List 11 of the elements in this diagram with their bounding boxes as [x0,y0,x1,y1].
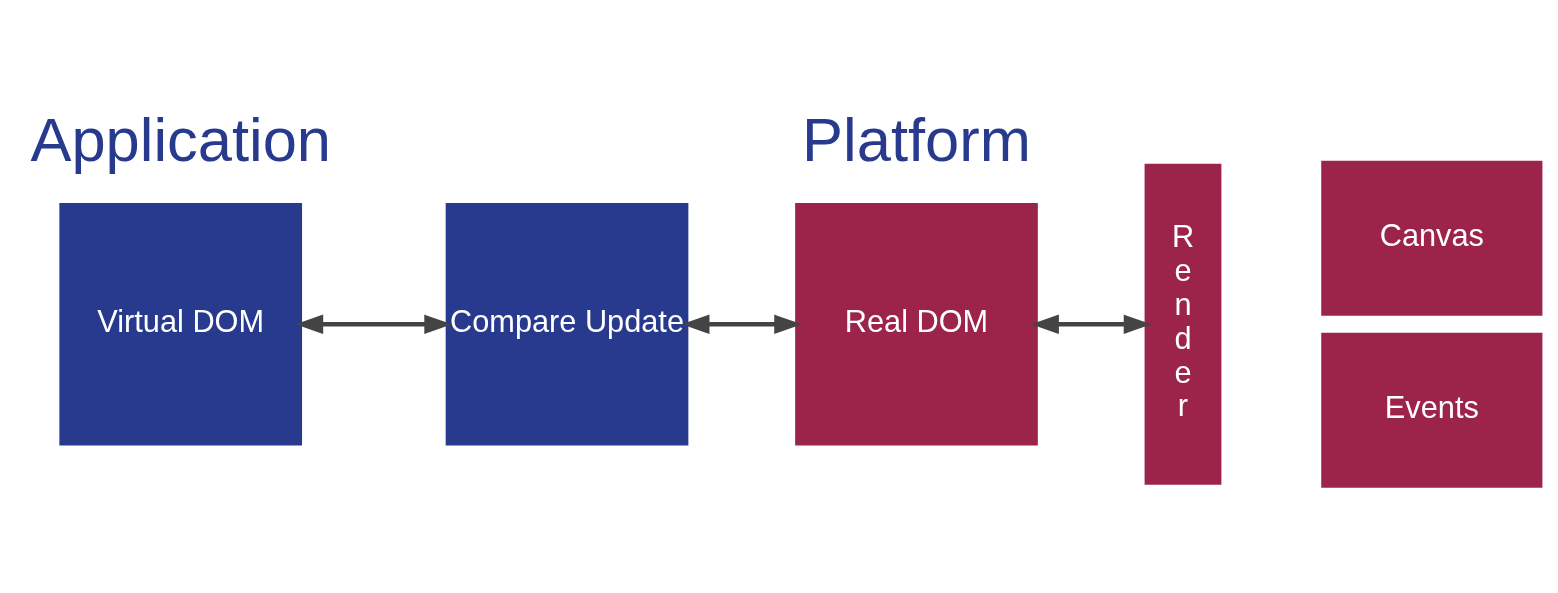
node-box: Real DOM [795,202,1038,446]
node-box: Compare Update [445,202,689,446]
label: Platform [802,104,1031,174]
node-box: Virtual DOM [59,202,303,446]
label: Application [30,104,331,174]
node-box: Canvas [1321,160,1543,316]
arrow [1031,314,1152,334]
node-box: Events [1321,332,1543,488]
arrow [681,314,802,334]
arrow [295,314,452,334]
node-box: Render [1144,163,1222,485]
